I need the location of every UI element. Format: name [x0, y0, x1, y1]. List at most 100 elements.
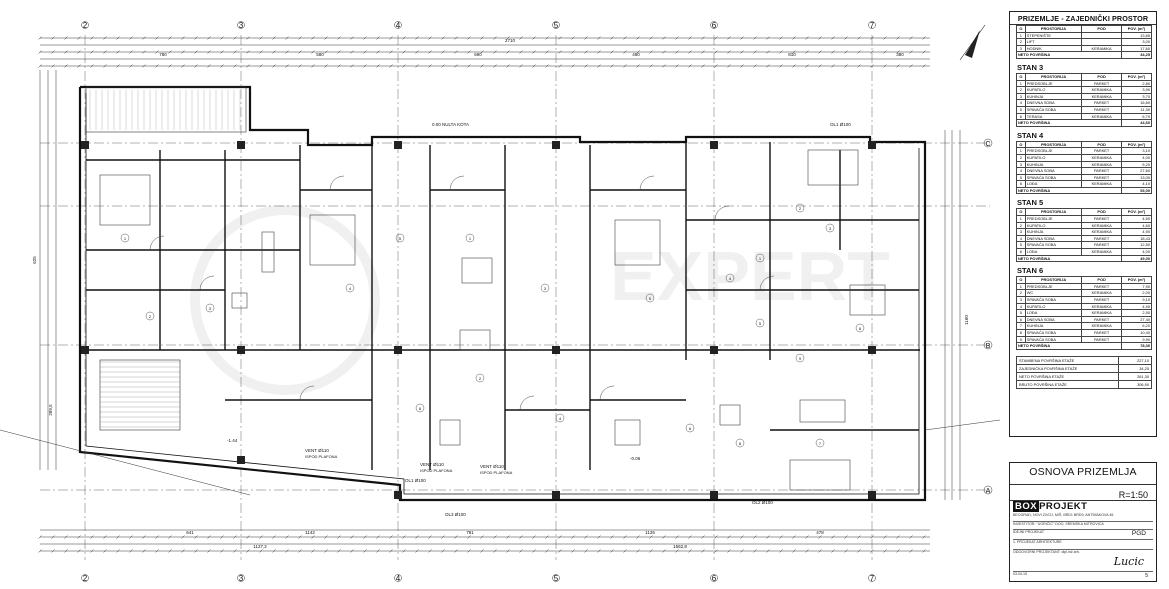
dim-tick [922, 64, 926, 68]
dim-tick [727, 36, 731, 40]
column [237, 456, 245, 464]
axis-label: A [986, 488, 991, 495]
axis-bubble [552, 21, 560, 29]
net-value: 78,30 [1120, 342, 1153, 350]
dim-tick [103, 64, 107, 68]
column [81, 346, 89, 354]
dim-tick [454, 36, 458, 40]
dim-tick [337, 50, 341, 54]
cell-area: 3,00 [1120, 38, 1153, 46]
dim-tick [64, 50, 68, 54]
cell-room: KUPATILO [1024, 221, 1083, 230]
dim-tick [662, 50, 666, 54]
room-tag [475, 373, 485, 383]
cell-floor: PARKET [1081, 315, 1122, 324]
dim-tick [51, 549, 55, 553]
bed [807, 149, 859, 186]
cell-room: PREDSOBLJE [1024, 79, 1083, 88]
col-header: POD [1081, 276, 1122, 284]
cell-floor: KERAMIKA [1081, 180, 1122, 188]
summary-value: 227,10 [1118, 355, 1152, 365]
dim-tick [727, 549, 731, 553]
dim-tick [675, 36, 679, 40]
net-label: NETO POVRŠINA [1016, 342, 1122, 350]
dim-tick [519, 535, 523, 539]
dim-tick [545, 36, 549, 40]
dim-tick [376, 64, 380, 68]
cell-room: LOĐA [1024, 248, 1083, 256]
dimension-value: 810 [788, 52, 796, 57]
dim-tick [38, 535, 42, 539]
dimension-value: 580 [316, 52, 324, 57]
dim-tick [428, 535, 432, 539]
cell-area: 4,60 [1120, 221, 1153, 230]
dim-tick [636, 64, 640, 68]
dim-tick [90, 549, 94, 553]
column [81, 141, 89, 149]
dim-tick [870, 50, 874, 54]
dim-tick [246, 549, 250, 553]
unit-title: STAN 3 [1017, 62, 1044, 72]
dim-tick [571, 535, 575, 539]
dim-tick [220, 535, 224, 539]
sheet-number: 5 [1145, 573, 1148, 579]
dim-tick [467, 535, 471, 539]
dim-tick [350, 36, 354, 40]
dim-tick [233, 36, 237, 40]
cell-n: 5 [1016, 241, 1026, 250]
dim-tick [363, 36, 367, 40]
dim-tick [272, 64, 276, 68]
dim-tick [467, 36, 471, 40]
dim-tick [337, 549, 341, 553]
axis-label: 6 [712, 574, 717, 583]
cell-area: 4,90 [1120, 228, 1153, 236]
dim-tick [415, 549, 419, 553]
dim-tick [64, 36, 68, 40]
col-header: O [1016, 276, 1026, 284]
room-number: 6 [419, 406, 422, 411]
dim-tick [558, 50, 562, 54]
door-swing [199, 275, 215, 291]
dim-tick [740, 549, 744, 553]
dimension-value: 380 [896, 52, 904, 57]
dim-tick [649, 36, 653, 40]
dim-tick [506, 535, 510, 539]
dimension-total: 1562,8 [673, 544, 687, 549]
cell-n: 4 [1016, 302, 1026, 311]
col-header: POV. (m²) [1120, 72, 1153, 81]
dim-tick [155, 64, 159, 68]
dim-tick [857, 50, 861, 54]
door-swing [519, 395, 535, 411]
room-number: 4 [729, 276, 732, 281]
dim-tick [259, 64, 263, 68]
cell-n: 1 [1016, 79, 1026, 88]
dim-tick [831, 535, 835, 539]
cell-area: 3,90 [1120, 86, 1153, 94]
dim-tick [493, 535, 497, 539]
room-schedule: PRIZEMLJE - ZAJEDNIČKI PROSTOR O PROSTOR… [1009, 11, 1157, 437]
axis-bubble [868, 21, 876, 29]
dim-tick [558, 36, 562, 40]
room-tag [345, 283, 355, 293]
table [461, 257, 493, 284]
dim-tick [259, 549, 263, 553]
bed [309, 214, 356, 266]
room-number: 7 [819, 441, 822, 446]
dim-tick [415, 535, 419, 539]
cell-area: 27,60 [1120, 167, 1153, 175]
dim-tick [285, 50, 289, 54]
column [868, 141, 876, 149]
dim-tick [259, 535, 263, 539]
dim-tick [467, 549, 471, 553]
dim-tick [896, 50, 900, 54]
dim-tick [753, 549, 757, 553]
room-tag [795, 353, 805, 363]
dim-tick [584, 50, 588, 54]
dim-tick [792, 549, 796, 553]
dim-tick [246, 535, 250, 539]
